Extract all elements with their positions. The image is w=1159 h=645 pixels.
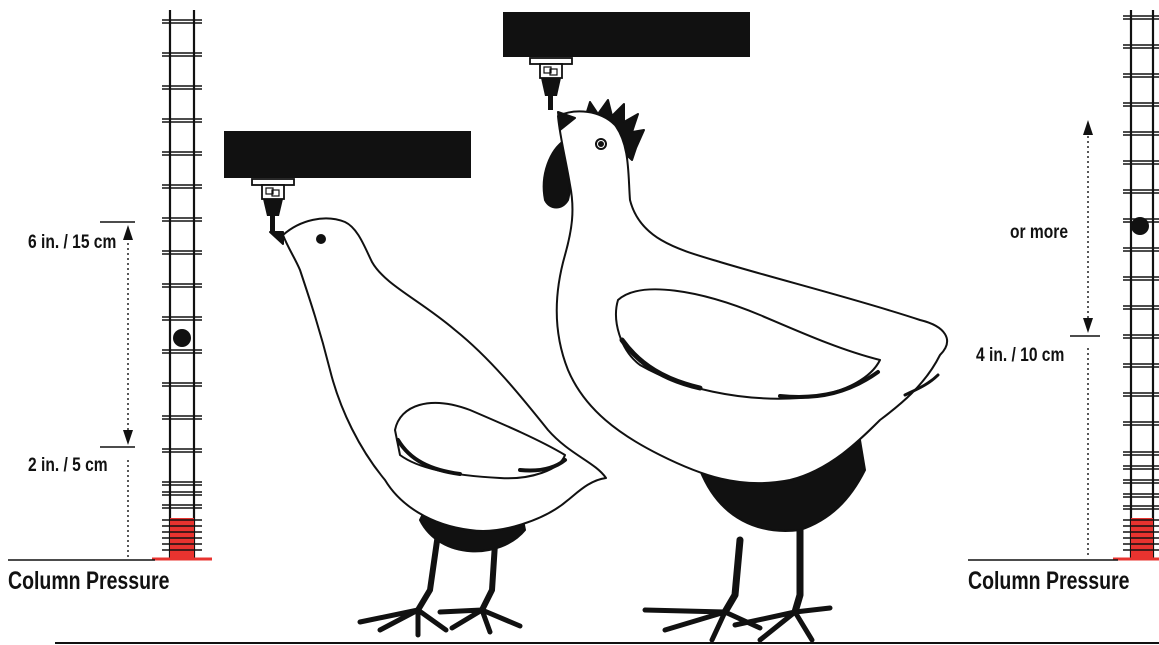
right-or-more-label: or more xyxy=(1010,222,1068,244)
adult-hen-illustration xyxy=(544,100,947,640)
left-column-ball-icon xyxy=(173,329,191,347)
right-column-ball-icon xyxy=(1131,217,1149,235)
right-lower-height-label: 4 in. / 10 cm xyxy=(976,345,1064,367)
left-upper-height-label: 6 in. / 15 cm xyxy=(28,232,116,254)
left-lower-height-label: 2 in. / 5 cm xyxy=(28,455,108,477)
right-water-line xyxy=(503,12,750,110)
left-column-pressure-caption: Column Pressure xyxy=(8,567,169,596)
right-measurement-lines xyxy=(968,120,1118,560)
right-pressure-column xyxy=(1113,10,1159,559)
right-column-pressure-caption: Column Pressure xyxy=(968,567,1129,596)
young-chicken-illustration xyxy=(270,218,606,635)
left-water-line xyxy=(224,131,471,232)
left-pressure-column xyxy=(152,10,212,559)
left-measurement-lines xyxy=(8,222,155,560)
